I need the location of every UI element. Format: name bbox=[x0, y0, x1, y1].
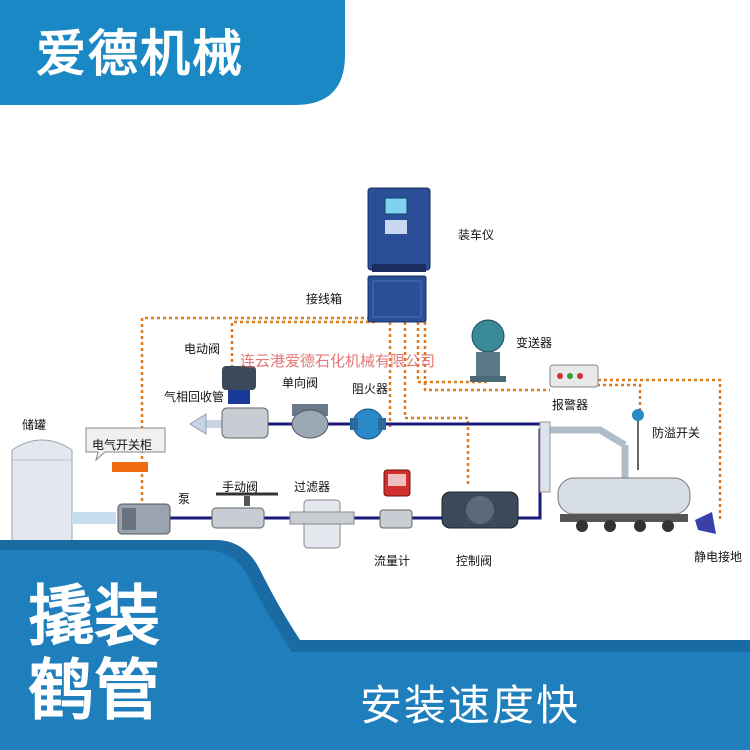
label-alarm: 报警器 bbox=[552, 398, 589, 412]
label-overflow: 防溢开关 bbox=[652, 426, 701, 440]
junction-box bbox=[367, 275, 427, 323]
label-loader: 装车仪 bbox=[458, 228, 495, 242]
pump bbox=[72, 503, 171, 535]
label-flowmeter: 流量计 bbox=[374, 554, 411, 568]
label-motor-valve: 电动阀 bbox=[184, 342, 221, 356]
label-junction: 接线箱 bbox=[306, 292, 343, 306]
label-pump: 泵 bbox=[178, 492, 191, 506]
label-transmitter: 变送器 bbox=[516, 336, 553, 350]
label-check-valve: 单向阀 bbox=[282, 376, 319, 390]
label-cabinet: 电气开关柜 bbox=[92, 438, 153, 452]
check-valve bbox=[291, 404, 329, 439]
storage-tank bbox=[11, 439, 73, 546]
brand-name: 爱德机械 bbox=[36, 25, 244, 83]
tanker-car bbox=[557, 477, 691, 532]
brand-banner bbox=[0, 0, 345, 105]
transmitter-device bbox=[470, 319, 506, 382]
label-ground: 静电接地 bbox=[694, 550, 743, 564]
flowmeter bbox=[379, 469, 413, 529]
control-valve bbox=[441, 491, 519, 529]
label-manual-valve: 手动阀 bbox=[222, 480, 259, 494]
product-line-2: 鹤管 bbox=[28, 652, 160, 729]
loader-device bbox=[367, 187, 431, 272]
motor-valve bbox=[221, 366, 269, 439]
label-vapor-pipe: 气相回收管 bbox=[164, 390, 225, 404]
product-name: 撬装 鹤管 bbox=[28, 580, 188, 728]
flame-arrester bbox=[350, 408, 386, 440]
watermark: 连云港爱德石化机械有限公司 bbox=[240, 352, 436, 370]
overflow-switch bbox=[632, 409, 644, 470]
cabinet-callout bbox=[85, 427, 166, 472]
loading-arm bbox=[548, 426, 629, 478]
slogan: 安装速度快 bbox=[360, 681, 581, 730]
ground-clamp bbox=[695, 512, 716, 534]
manual-valve bbox=[211, 492, 278, 529]
label-tank: 储罐 bbox=[22, 418, 47, 432]
filter bbox=[289, 499, 355, 549]
label-control-valve: 控制阀 bbox=[456, 554, 493, 568]
label-flame-arrester: 阻火器 bbox=[352, 382, 389, 396]
product-line-1: 撬装 bbox=[28, 578, 160, 655]
alarm-device bbox=[549, 364, 599, 388]
label-filter: 过滤器 bbox=[294, 480, 331, 494]
